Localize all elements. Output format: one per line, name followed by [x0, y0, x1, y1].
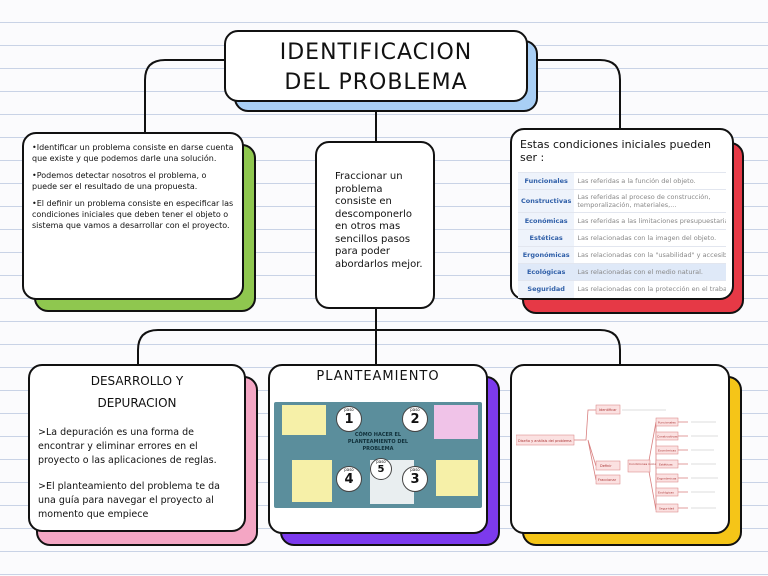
step-label: paso	[376, 459, 386, 464]
condition-key: Ecológicas	[518, 263, 575, 281]
map-root: Diseño y análisis del problema	[518, 439, 572, 443]
map-node: Constructivas	[657, 435, 678, 439]
definition-paragraph: •Identificar un problema consiste en dar…	[32, 143, 234, 163]
definition-paragraph: •El definir un problema consiste en espe…	[32, 199, 234, 230]
sticky-note	[292, 460, 332, 502]
condition-value: Las referidas a la función del objeto.	[574, 172, 726, 190]
title-line-2: DEL PROBLEMA	[284, 70, 468, 95]
depuracion-paragraph: >El planteamiento del problema te da una…	[38, 481, 220, 520]
map-node: Seguridad	[659, 507, 674, 511]
depuracion-paragraph: >La depuración es una forma de encontrar…	[38, 427, 217, 466]
condition-value: Las relacionadas con el medio natural.	[574, 263, 726, 281]
condition-key: Ergonómicas	[518, 246, 575, 264]
sticky-note	[282, 405, 326, 435]
mindmap-card: Diseño y análisis del problema Identific…	[510, 364, 730, 534]
conditions-card: Estas condiciones iniciales pueden ser :…	[510, 128, 734, 300]
title-line-1: IDENTIFICACION	[279, 40, 473, 65]
definition-card: •Identificar un problema consiste en dar…	[22, 132, 244, 300]
map-node: Económicas	[658, 449, 676, 453]
sticky-note	[434, 405, 478, 439]
step-number: 1	[344, 412, 354, 427]
definition-paragraph: •Podemos detectar nosotros el problema, …	[32, 171, 207, 191]
step-number: 5	[377, 464, 385, 475]
condition-key: Estéticas	[518, 229, 575, 247]
condition-key: Funcionales	[518, 172, 575, 190]
condition-value: Las referidas a las limitaciones presupu…	[574, 212, 726, 230]
mindmap-diagram: Diseño y análisis del problema Identific…	[515, 404, 718, 513]
step-label: paso	[344, 407, 354, 412]
connector-bottom-left	[137, 309, 377, 364]
step-number: 4	[344, 472, 354, 487]
connector-title-left	[144, 59, 224, 132]
map-node: Estéticas	[659, 463, 673, 467]
step-label: paso	[410, 467, 420, 472]
connector-title-right	[528, 59, 621, 128]
depuracion-card: DESARROLLO Y DEPURACION >La depuración e…	[28, 364, 246, 532]
map-node: Fraccionar	[598, 478, 617, 482]
map-node: Condiciones iniciales	[629, 462, 661, 466]
step-label: paso	[344, 467, 354, 472]
planteamiento-infographic: CÓMO HACER EL PLANTEAMIENTO DEL PROBLEMA…	[274, 402, 482, 508]
depuracion-heading-1: DESARROLLO Y	[90, 374, 184, 388]
condition-value: Las relacionadas con la imagen del objet…	[574, 229, 726, 247]
condition-value: Las relacionadas con la "usabilidad" y a…	[574, 246, 726, 264]
planteamiento-card: PLANTEAMIENTO CÓMO HACER EL PLANTEAMIENT…	[268, 364, 488, 534]
map-node: Ecológicas	[658, 491, 674, 495]
fraccionar-text: Fraccionar un problema consiste en desco…	[335, 171, 423, 270]
depuracion-heading-2: DEPURACION	[97, 396, 177, 410]
condition-key: Seguridad	[518, 280, 575, 298]
step-number: 3	[410, 472, 420, 487]
condition-key: Constructivas	[518, 189, 575, 213]
step-label: paso	[410, 407, 420, 412]
map-node: Funcionales	[658, 421, 676, 425]
planteamiento-heading: PLANTEAMIENTO	[316, 369, 440, 384]
condition-value: Las relacionadas con la protección en el…	[574, 280, 726, 298]
map-node: Ergonómicas	[657, 477, 677, 481]
sticky-note	[436, 460, 478, 496]
map-node: Definir	[600, 464, 612, 468]
map-node: Identificar	[599, 408, 617, 412]
condition-value: Las referidas al proceso de construcción…	[574, 189, 726, 213]
fraccionar-card: Fraccionar un problema consiste en desco…	[315, 141, 435, 309]
step-number: 2	[410, 412, 420, 427]
title-card: IDENTIFICACION DEL PROBLEMA	[224, 30, 528, 102]
infographic-title: CÓMO HACER EL PLANTEAMIENTO DEL PROBLEMA	[347, 432, 409, 452]
connector-bottom-right	[376, 329, 621, 364]
conditions-heading: Estas condiciones iniciales pueden ser :	[520, 138, 711, 164]
condition-key: Económicas	[518, 212, 575, 230]
